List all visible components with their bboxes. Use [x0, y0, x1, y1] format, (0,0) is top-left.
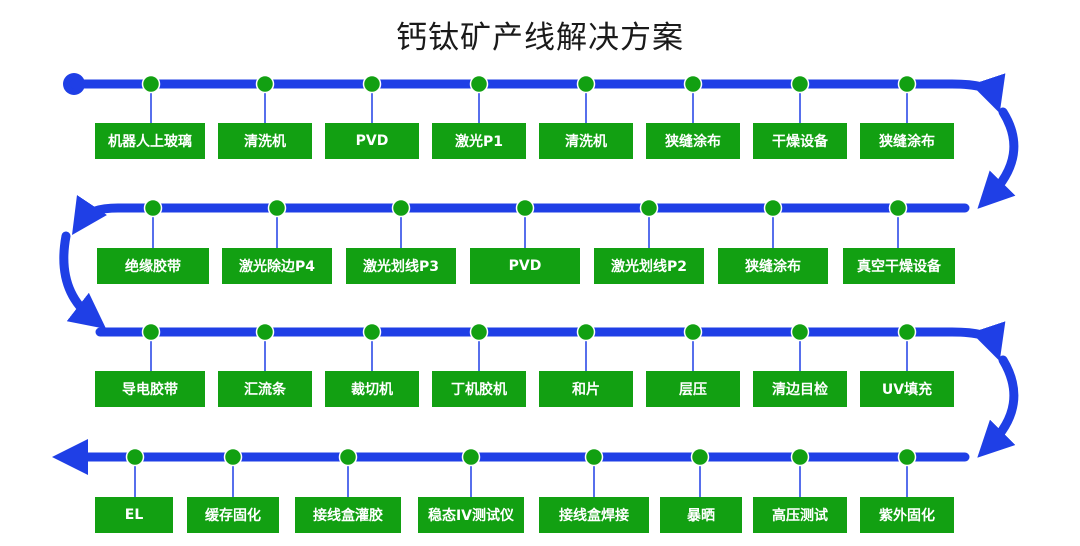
step-node [897, 322, 917, 342]
step-node [790, 322, 810, 342]
step-box: 紫外固化 [860, 497, 954, 533]
step-box: 狭缝涂布 [860, 123, 954, 159]
step-box: UV填充 [860, 371, 954, 407]
step-node [683, 322, 703, 342]
step-node [141, 322, 161, 342]
step-box: 清洗机 [539, 123, 633, 159]
step-box: 激光划线P3 [346, 248, 456, 284]
step-box: 真空干燥设备 [843, 248, 955, 284]
step-box: 干燥设备 [753, 123, 847, 159]
step-box: 狭缝涂布 [718, 248, 828, 284]
step-node [683, 74, 703, 94]
step-box: 清边目检 [753, 371, 847, 407]
step-node [790, 447, 810, 467]
step-node [576, 74, 596, 94]
step-box: 清洗机 [218, 123, 312, 159]
step-box: 接线盒焊接 [539, 497, 649, 533]
step-node [690, 447, 710, 467]
step-node [141, 74, 161, 94]
step-box: 汇流条 [218, 371, 312, 407]
step-box: 高压测试 [753, 497, 847, 533]
page-title: 钙钛矿产线解决方案 [396, 20, 684, 56]
step-box: PVD [325, 123, 419, 159]
step-box: 狭缝涂布 [646, 123, 740, 159]
track-bend-1 [977, 107, 1019, 209]
step-box: 层压 [646, 371, 740, 407]
step-box: 激光P1 [432, 123, 526, 159]
step-node [255, 74, 275, 94]
step-node [143, 198, 163, 218]
step-node [469, 74, 489, 94]
step-node [338, 447, 358, 467]
step-node [267, 198, 287, 218]
step-node [897, 74, 917, 94]
track-bend-3 [977, 355, 1019, 458]
step-node [584, 447, 604, 467]
step-box: 暴晒 [660, 497, 742, 533]
step-box: 稳态IV测试仪 [418, 497, 524, 533]
step-box: 激光划线P2 [594, 248, 704, 284]
step-node [897, 447, 917, 467]
step-node [391, 198, 411, 218]
step-box: 接线盒灌胶 [295, 497, 401, 533]
step-node [362, 322, 382, 342]
step-node [763, 198, 783, 218]
track-row-1 [69, 73, 1006, 114]
step-node [515, 198, 535, 218]
track-bend-2 [59, 231, 107, 330]
step-box: 激光除边P4 [222, 248, 332, 284]
track-row-3 [95, 321, 1006, 362]
step-box: 裁切机 [325, 371, 419, 407]
step-box: PVD [470, 248, 580, 284]
step-box: 机器人上玻璃 [95, 123, 205, 159]
step-box: 导电胶带 [95, 371, 205, 407]
step-node [888, 198, 908, 218]
track-row-2 [72, 195, 970, 235]
step-box: EL [95, 497, 173, 533]
step-box: 绝缘胶带 [97, 248, 209, 284]
step-node [576, 322, 596, 342]
step-node [790, 74, 810, 94]
step-box: 和片 [539, 371, 633, 407]
step-box: 丁机胶机 [432, 371, 526, 407]
step-node [469, 322, 489, 342]
step-node [461, 447, 481, 467]
step-node [255, 322, 275, 342]
step-box: 缓存固化 [187, 497, 279, 533]
step-node [223, 447, 243, 467]
step-node [362, 74, 382, 94]
step-node [125, 447, 145, 467]
step-node [639, 198, 659, 218]
